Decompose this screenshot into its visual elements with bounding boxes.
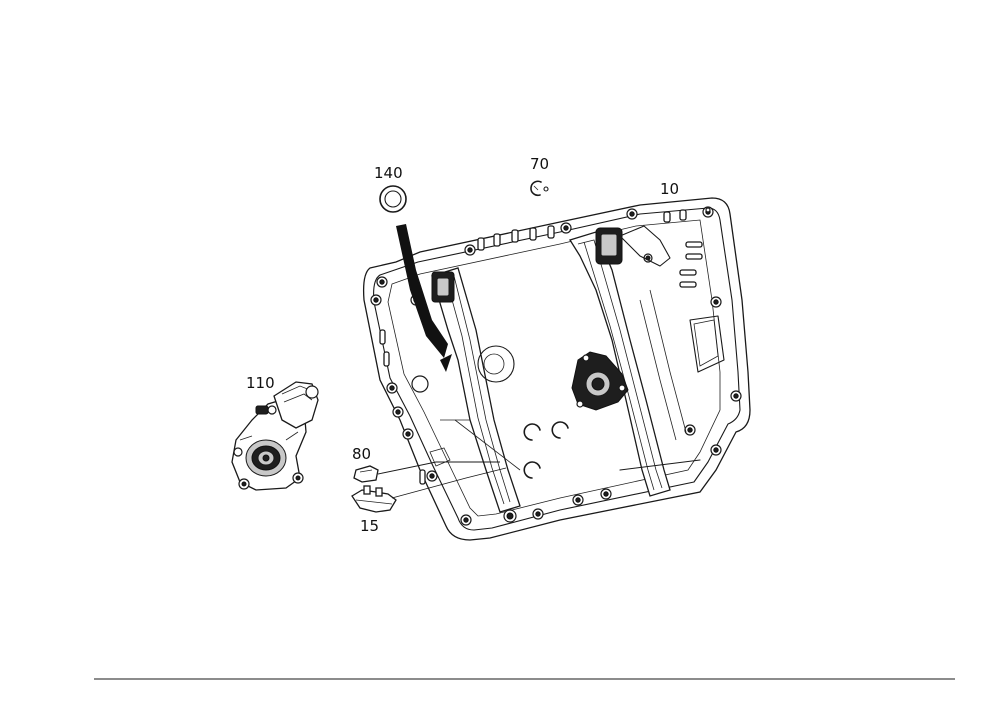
retainer-clip: [353, 465, 379, 483]
right-guide-rail: [569, 225, 671, 497]
clip-bracket: [351, 485, 397, 513]
sealing-plug: [379, 185, 407, 213]
small-clip: [530, 180, 549, 197]
label-80: 80: [352, 445, 371, 463]
mounting-holes: [370, 206, 742, 526]
leader-line-15: [391, 467, 507, 499]
rim-slots: [379, 209, 703, 485]
label-15: 15: [360, 517, 379, 535]
label-70: 70: [530, 155, 549, 173]
cable-guides: [523, 421, 569, 479]
label-110: 110: [246, 374, 275, 392]
label-140: 140: [374, 164, 403, 182]
label-10: 10: [660, 180, 679, 198]
cable-drum-mount: [571, 351, 629, 411]
window-lift-motor: [231, 381, 319, 491]
arrow-head-icon: [440, 354, 452, 372]
insertion-arrow: [396, 224, 448, 358]
leader-line-80: [377, 461, 500, 475]
door-module-carrier: [362, 197, 751, 541]
left-guide-rail: [431, 267, 521, 513]
